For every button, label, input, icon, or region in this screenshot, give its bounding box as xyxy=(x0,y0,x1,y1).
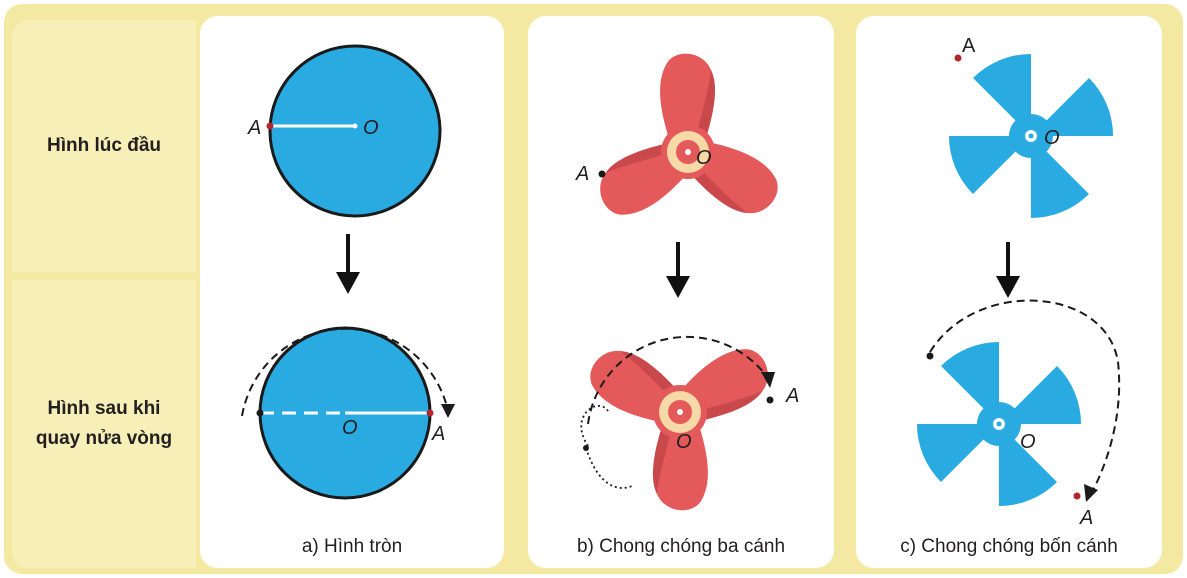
row-label-initial: Hình lúc đầu xyxy=(12,20,196,272)
after-label-o: O xyxy=(676,431,692,453)
caption-three-blade: b) Chong chóng ba cánh xyxy=(528,536,834,558)
initial-propeller xyxy=(589,51,787,227)
after-point-a xyxy=(1074,493,1081,500)
after-point-a xyxy=(427,410,434,417)
after-label-o: O xyxy=(1020,431,1036,453)
after-label-o: O xyxy=(342,417,358,439)
initial-pinwheel xyxy=(932,37,1130,235)
initial-label-a: A xyxy=(575,163,589,185)
rotation-arrowhead xyxy=(441,404,455,418)
initial-label-o: O xyxy=(363,117,379,139)
panel-circle: A O O A a) Hình tròn xyxy=(200,16,504,568)
caption-circle: a) Hình tròn xyxy=(200,536,504,558)
circle-diagram: A O O A xyxy=(200,16,504,568)
caption-four-blade: c) Chong chóng bốn cánh xyxy=(856,536,1162,558)
transform-arrow-head xyxy=(666,276,690,298)
panel-four-blade: A O O A c) Chong chóng bốn cánh xyxy=(856,16,1162,568)
initial-label-o: O xyxy=(696,147,712,169)
initial-point-a xyxy=(955,55,962,62)
rotation-arrowhead xyxy=(1084,484,1098,502)
three-blade-diagram: A O O A xyxy=(528,16,834,568)
initial-label-a: A xyxy=(247,117,261,139)
after-point-a xyxy=(767,397,774,404)
after-old-point xyxy=(257,410,264,417)
transform-arrow-head xyxy=(336,272,360,294)
initial-label-o: O xyxy=(1044,127,1060,149)
four-blade-diagram: A O O A xyxy=(856,16,1162,568)
after-label-a: A xyxy=(785,385,799,407)
row-label-initial-text: Hình lúc đầu xyxy=(47,131,161,161)
after-propeller xyxy=(581,337,779,513)
after-old-point xyxy=(927,353,934,360)
initial-center-dot xyxy=(353,124,358,129)
row-label-after-line2: quay nửa vòng xyxy=(36,424,172,454)
row-label-after-line1: Hình sau khi xyxy=(36,394,172,424)
after-label-a: A xyxy=(431,423,445,445)
transform-arrow-head xyxy=(996,276,1020,298)
after-label-a: A xyxy=(1079,507,1093,529)
panel-three-blade: A O O A b) Chong chóng ba cánh xyxy=(528,16,834,568)
row-label-after: Hình sau khi quay nửa vòng xyxy=(12,280,196,568)
initial-label-a: A xyxy=(962,35,976,57)
initial-point-a xyxy=(599,171,606,178)
initial-point-a xyxy=(267,123,274,130)
after-old-point xyxy=(583,445,589,451)
initial-circle xyxy=(270,46,440,216)
